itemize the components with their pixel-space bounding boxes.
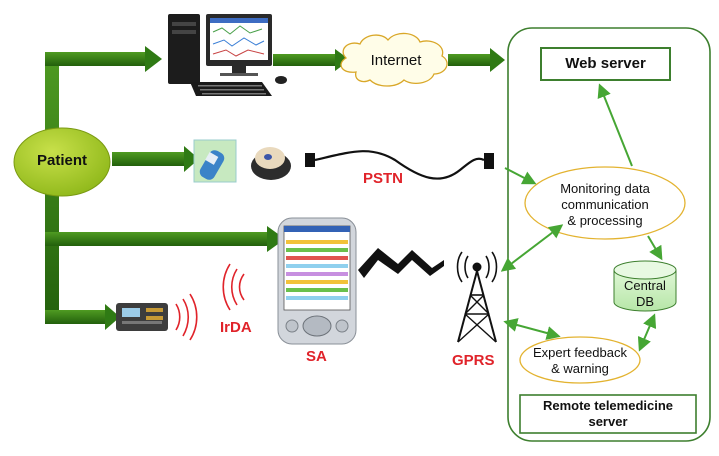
remote-server-label-box: [519, 394, 697, 434]
patient-connection-arrows: [45, 46, 505, 330]
monitoring-line-3: & processing: [567, 213, 643, 228]
web-server-box: [540, 47, 671, 81]
monitoring-node: [524, 166, 686, 240]
remote-line-2: server: [588, 414, 628, 429]
glucose-meter-icon: [193, 139, 237, 183]
monitoring-label: Monitoring data communication & processi…: [530, 181, 680, 229]
expert-feedback-node: [519, 336, 641, 384]
web-server-label: Web server: [565, 55, 646, 72]
irda-label: IrDA: [220, 319, 252, 336]
lightning-icon: [358, 248, 444, 278]
central-db-label: Central DB: [614, 278, 676, 310]
cloud-icon: [340, 32, 448, 87]
blood-pressure-device-icon: [251, 140, 293, 184]
desktop-computer-icon: [168, 14, 287, 96]
expert-feedback-label: Expert feedback & warning: [521, 345, 639, 377]
infusion-pump-icon: [116, 303, 168, 331]
remote-server-label: Remote telemedicine server: [520, 398, 696, 430]
data-flow-arrows: [500, 83, 663, 352]
central-db-line-2: DB: [635, 294, 655, 309]
monitoring-line-1: Monitoring data: [560, 181, 650, 196]
pda-icon: [277, 217, 357, 345]
phone-cable-icon: [305, 150, 494, 180]
pstn-label: PSTN: [363, 170, 404, 187]
monitoring-line-2: communication: [561, 197, 649, 212]
gprs-label: GPRS: [452, 352, 495, 369]
infrared-wave-icon: [175, 263, 245, 341]
central-db-line-1: Central: [624, 278, 666, 293]
antenna-tower-icon: [456, 251, 498, 343]
expert-line-1: Expert feedback: [533, 345, 627, 360]
patient-label: Patient: [36, 152, 87, 169]
patient-node: [13, 127, 111, 197]
internet-label: Internet: [370, 52, 422, 69]
remote-line-1: Remote telemedicine: [542, 398, 674, 413]
central-db-icon: [613, 260, 677, 312]
expert-line-2: & warning: [551, 361, 609, 376]
sa-label: SA: [306, 348, 327, 365]
